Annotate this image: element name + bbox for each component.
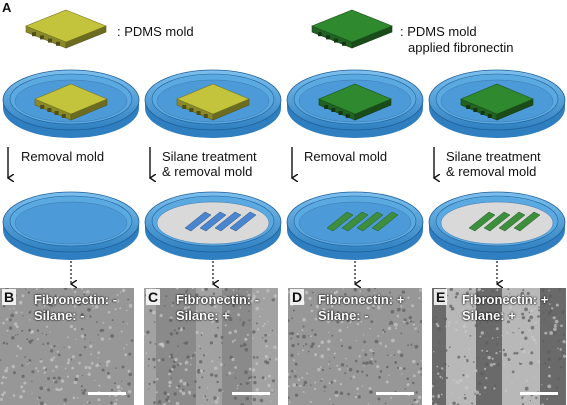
step-4-line1: Silane treatment (446, 149, 541, 164)
micrograph-e: E Fibronectin: + Silane: + (432, 288, 566, 405)
micrograph-c-silane: Silane: + (176, 308, 230, 323)
cell-band (144, 288, 156, 405)
cell-band (196, 288, 222, 405)
scale-bar (520, 392, 558, 395)
micrograph-e-fibronectin: Fibronectin: + (462, 292, 549, 307)
cell-band (502, 288, 540, 405)
pattern-stripe (371, 211, 399, 232)
micrograph-c: C Fibronectin: - Silane: + (144, 288, 278, 405)
step-2-line1: Silane treatment (162, 149, 257, 164)
micrograph-e-silane: Silane: + (462, 308, 516, 323)
pattern-stripe (199, 211, 227, 232)
legend-pdms-fibronectin-line1: : PDMS mold (400, 24, 477, 39)
pattern-stripe (498, 211, 526, 232)
pattern-stripe (483, 211, 511, 232)
pattern-stripe (214, 211, 242, 232)
step-4-line2: & removal mold (446, 164, 537, 179)
pattern-stripe (229, 211, 257, 232)
micrograph-d: D Fibronectin: + Silane: - (288, 288, 422, 405)
micrograph-b-silane: Silane: - (34, 308, 85, 323)
panel-letter-e: E (434, 289, 448, 305)
petri-dish-result-4 (428, 191, 566, 260)
pattern-stripe (184, 211, 212, 232)
mold-in-dish-3 (318, 83, 392, 121)
pattern-stripe (326, 211, 354, 232)
micrograph-b-texture (0, 288, 134, 405)
petri-dish-result-1 (2, 191, 140, 260)
petri-dish-result-3 (286, 191, 424, 260)
legend-fibronectin-mold-icon (311, 9, 393, 49)
scale-bar (88, 392, 126, 395)
pattern-stripe (356, 211, 384, 232)
step-1-line1: Removal mold (21, 149, 105, 164)
legend-pdms-mold: : PDMS mold (117, 24, 194, 39)
scale-bar (232, 392, 270, 395)
micrograph-c-texture (144, 288, 278, 405)
micrograph-e-texture (432, 288, 566, 405)
panel-letter-c: C (146, 289, 161, 305)
mold-in-dish-4 (460, 83, 534, 121)
panel-letter-b: B (2, 289, 17, 305)
mold-in-dish-1 (34, 83, 108, 121)
scale-bar (376, 392, 414, 395)
micrograph-b-fibronectin: Fibronectin: - (34, 292, 118, 307)
micrograph-c-fibronectin: Fibronectin: - (176, 292, 260, 307)
legend-pdms-fibronectin-line2: applied fibronectin (408, 40, 514, 55)
step-2-line2: & removal mold (162, 164, 253, 179)
micrograph-d-texture (288, 288, 422, 405)
pattern-stripe (468, 211, 496, 232)
pattern-stripe (513, 211, 541, 232)
legend-pdms-mold-icon (25, 9, 107, 49)
petri-dish-result-2 (144, 191, 282, 260)
step-3-line1: Removal mold (304, 149, 388, 164)
panel-letter-d: D (290, 289, 305, 305)
mold-in-dish-2 (176, 83, 250, 121)
micrograph-d-silane: Silane: - (318, 308, 369, 323)
micrograph-b: B Fibronectin: - Silane: - (0, 288, 134, 405)
panel-letter-a: A (2, 0, 12, 15)
pattern-stripe (341, 211, 369, 232)
micrograph-d-fibronectin: Fibronectin: + (318, 292, 405, 307)
